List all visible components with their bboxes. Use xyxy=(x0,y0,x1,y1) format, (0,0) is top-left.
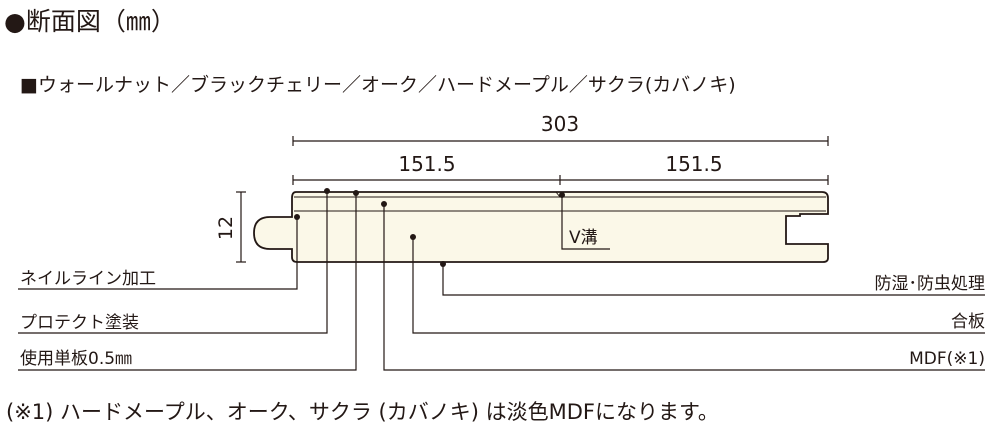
footnote: (※1) ハードメープル、オーク、サクラ (カバノキ) は淡色MDFになります。 xyxy=(6,400,719,424)
label-mdf: MDF(※1) xyxy=(909,349,985,369)
species-subtitle: ■ウォールナット／ブラックチェリー／オーク／ハードメープル／サクラ(カバノキ) xyxy=(20,74,736,96)
leader-dots xyxy=(294,188,565,267)
dimension-thickness xyxy=(236,191,246,263)
dimension-half-right-label: 151.5 xyxy=(665,152,722,176)
label-protect-coating: プロテクト塗装 xyxy=(20,312,139,333)
dimension-halves xyxy=(292,175,829,185)
board-profile xyxy=(253,191,829,263)
dimension-half-left-label: 151.5 xyxy=(398,152,455,176)
leader-lines-left xyxy=(18,191,357,371)
label-nail-line: ネイルライン加工 xyxy=(20,269,156,289)
label-v-groove: V溝 xyxy=(569,228,598,248)
label-moisture-insect: 防湿･防虫処理 xyxy=(875,274,986,294)
dimension-total-label: 303 xyxy=(541,112,579,136)
label-veneer: 使用単板0.5㎜ xyxy=(20,348,132,369)
leader-lines-right xyxy=(383,195,985,371)
dimension-total xyxy=(292,136,829,146)
page-title: ●断面図（㎜） xyxy=(4,7,176,36)
dimension-thickness-label: 12 xyxy=(215,216,237,240)
label-plywood: 合板 xyxy=(951,312,985,332)
